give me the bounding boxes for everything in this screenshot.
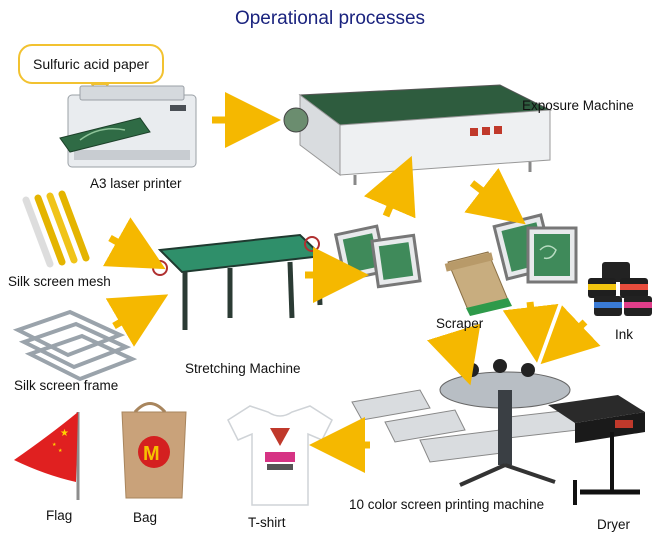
label-bag: Bag — [133, 510, 158, 525]
label-screen-printing-machine: 10 color screen printing machine — [349, 497, 545, 512]
laser-printer-image — [59, 85, 197, 168]
screen-printing-machine-image — [351, 359, 579, 487]
scraper-image — [444, 251, 512, 316]
silk-screen-mesh-image — [22, 190, 90, 268]
arrow-exposed-to-press — [502, 301, 559, 363]
exposed-screens-image — [492, 213, 578, 284]
label-silk-screen-frame: Silk screen frame — [14, 378, 119, 393]
arrow-mesh-to-stretching — [102, 217, 166, 270]
arrow-scraper-to-press — [427, 323, 481, 386]
dryer-image — [548, 395, 645, 505]
callout-text: Sulfuric acid paper — [33, 56, 149, 72]
label-dryer: Dryer — [597, 517, 630, 532]
arrow-frame-to-stretching — [105, 294, 169, 347]
ink-cans-image — [588, 262, 652, 316]
label-exposure-machine: Exposure Machine — [522, 98, 634, 113]
arrow-exposure-to-exposed — [464, 168, 526, 225]
page-title: Operational processes — [234, 8, 426, 29]
arrow-ink-to-press — [540, 305, 601, 365]
bag-image: M — [121, 402, 187, 499]
label-scraper: Scraper — [436, 316, 484, 331]
stretched-screens-image — [333, 224, 422, 289]
label-silk-screen-mesh: Silk screen mesh — [8, 274, 111, 289]
label-ink: Ink — [615, 327, 634, 342]
process-arrows — [102, 92, 601, 473]
arrow-screens-to-exposure — [363, 155, 416, 219]
label-laser-printer: A3 laser printer — [90, 176, 182, 191]
label-stretching-machine: Stretching Machine — [185, 361, 301, 376]
tshirt-image — [227, 405, 333, 506]
flag-image: ★ ★ ★ — [14, 412, 80, 500]
svg-text:★: ★ — [52, 442, 57, 448]
label-tshirt: T-shirt — [248, 515, 286, 530]
svg-text:★: ★ — [58, 448, 63, 454]
label-flag: Flag — [46, 508, 73, 523]
stretching-machine-image — [152, 233, 325, 330]
flag-star-icon: ★ — [60, 428, 69, 439]
mcdonalds-logo-icon: M — [143, 443, 160, 465]
exposure-machine-image — [283, 84, 552, 185]
